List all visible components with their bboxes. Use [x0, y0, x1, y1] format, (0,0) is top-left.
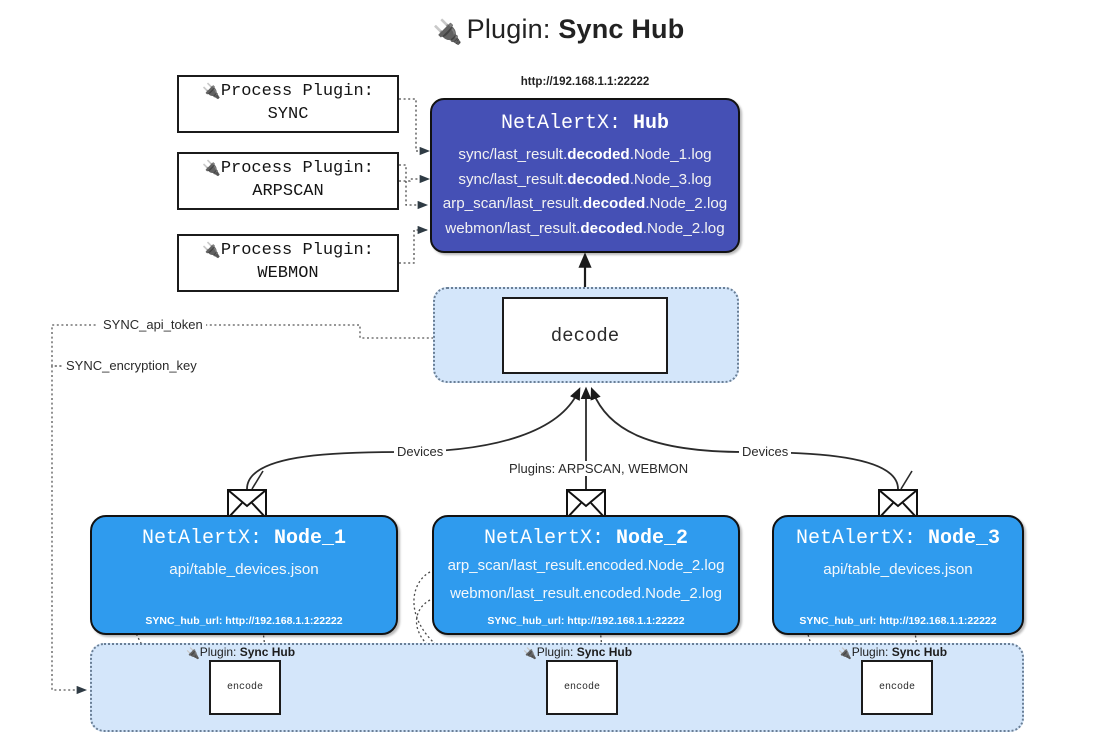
hub-box[interactable]: NetAlertX: Hub sync/last_result.decoded.…	[430, 98, 740, 253]
process-plugin-label: Process Plugin:	[220, 159, 374, 178]
plugin-tag-prefix: Plugin:	[199, 645, 237, 659]
process-plugin-label: Process Plugin:	[220, 241, 374, 260]
hub-log-line: sync/last_result.decoded.Node_3.log	[432, 168, 738, 193]
node-title-prefix: NetAlertX:	[795, 527, 916, 550]
process-plugin-box-sync[interactable]: 🔌Process Plugin: SYNC	[177, 75, 399, 133]
log-post: .Node_2.log	[645, 195, 728, 213]
node-hub-url-label: SYNC_hub_url: http://192.168.1.1:22222	[145, 615, 343, 627]
log-post: .Node_1.log	[629, 146, 712, 163]
edge-label-plugins: Plugins: ARPSCAN, WEBMON	[506, 461, 692, 476]
node-resource-line: arp_scan/last_result.encoded.Node_2.log	[447, 557, 725, 574]
node-title-prefix: NetAlertX:	[483, 527, 604, 550]
plug-icon: 🔌	[186, 648, 200, 660]
log-pre: sync/last_result.	[458, 170, 568, 188]
node-box-node-3[interactable]: NetAlertX: Node_3 api/table_devices.json…	[772, 515, 1024, 635]
hub-log-line: webmon/last_result.decoded.Node_2.log	[432, 217, 738, 242]
log-bold: decoded	[582, 195, 646, 213]
plug-icon: 🔌	[432, 19, 463, 46]
page-title: 🔌Plugin: Sync Hub	[0, 14, 1117, 47]
process-plugin-name: WEBMON	[257, 263, 319, 283]
node-title: NetAlertX: Node_3	[774, 527, 1022, 550]
node-hub-url-label: SYNC_hub_url: http://192.168.1.1:22222	[487, 615, 685, 627]
hub-title-prefix: NetAlertX:	[500, 112, 621, 135]
node-resource-line: api/table_devices.json	[823, 561, 973, 578]
log-pre: arp_scan/last_result.	[442, 195, 583, 213]
plugin-tag-node-2: 🔌Plugin: Sync Hub	[523, 645, 632, 660]
plugin-tag-node-1: 🔌Plugin: Sync Hub	[186, 645, 295, 660]
decode-label: decode	[550, 324, 620, 347]
plug-icon: 🔌	[202, 84, 221, 101]
hub-log-line: arp_scan/last_result.decoded.Node_2.log	[432, 192, 738, 217]
edge-label-devices-right: Devices	[739, 444, 792, 459]
process-plugin-box-arpscan[interactable]: 🔌Process Plugin: ARPSCAN	[177, 152, 399, 210]
process-plugin-name: ARPSCAN	[252, 181, 324, 201]
edge-label-devices-left: Devices	[394, 444, 447, 459]
hub-title: NetAlertX: Hub	[432, 112, 738, 135]
node-box-node-1[interactable]: NetAlertX: Node_1 api/table_devices.json…	[90, 515, 398, 635]
log-bold: decoded	[567, 146, 630, 163]
sync-encryption-key-label: SYNC_encryption_key	[63, 358, 200, 373]
log-pre: sync/last_result.	[458, 146, 568, 163]
process-plugin-name: SYNC	[267, 104, 309, 124]
node-hub-url-label: SYNC_hub_url: http://192.168.1.1:22222	[799, 615, 997, 627]
hub-log-line: sync/last_result.decoded.Node_1.log	[432, 143, 738, 168]
log-pre: webmon/last_result.	[445, 219, 581, 237]
encode-label: encode	[878, 682, 915, 693]
plugin-tag-node-3: 🔌Plugin: Sync Hub	[838, 645, 947, 660]
node-resource-line: webmon/last_result.encoded.Node_2.log	[450, 585, 722, 602]
plug-icon: 🔌	[202, 161, 221, 178]
plug-icon: 🔌	[523, 648, 537, 660]
encode-box-node-2[interactable]: encode	[546, 660, 618, 715]
plugin-tag-name: Sync Hub	[576, 645, 633, 659]
node-title-name: Node_3	[928, 527, 1001, 550]
title-prefix: Plugin:	[466, 14, 551, 44]
hub-title-name: Hub	[633, 112, 670, 135]
plugin-tag-name: Sync Hub	[239, 645, 296, 659]
hub-url-label: http://192.168.1.1:22222	[520, 76, 650, 88]
node-box-node-2[interactable]: NetAlertX: Node_2 arp_scan/last_result.e…	[432, 515, 740, 635]
plugin-tag-name: Sync Hub	[891, 645, 948, 659]
sync-api-token-label: SYNC_api_token	[100, 317, 206, 332]
decode-box[interactable]: decode	[502, 297, 668, 374]
envelope-icon	[566, 489, 606, 519]
encode-label: encode	[226, 682, 263, 693]
plugin-tag-prefix: Plugin:	[851, 645, 889, 659]
envelope-icon	[227, 489, 267, 519]
node-title-prefix: NetAlertX:	[141, 527, 262, 550]
title-name: Sync Hub	[558, 14, 685, 44]
log-post: .Node_2.log	[642, 219, 725, 237]
log-post: .Node_3.log	[629, 170, 712, 188]
plugin-tag-prefix: Plugin:	[536, 645, 574, 659]
log-bold: decoded	[567, 170, 630, 188]
plug-icon: 🔌	[202, 243, 221, 260]
plug-icon: 🔌	[838, 648, 852, 660]
node-title: NetAlertX: Node_2	[434, 527, 738, 550]
encode-box-node-1[interactable]: encode	[209, 660, 281, 715]
encode-box-node-3[interactable]: encode	[861, 660, 933, 715]
process-plugin-box-webmon[interactable]: 🔌Process Plugin: WEBMON	[177, 234, 399, 292]
node-title-name: Node_2	[616, 527, 689, 550]
node-title-name: Node_1	[274, 527, 347, 550]
process-plugin-label: Process Plugin:	[220, 82, 374, 101]
node-resource-line: api/table_devices.json	[169, 561, 319, 578]
node-title: NetAlertX: Node_1	[92, 527, 396, 550]
envelope-icon	[878, 489, 918, 519]
log-bold: decoded	[580, 219, 643, 237]
encode-label: encode	[563, 682, 600, 693]
